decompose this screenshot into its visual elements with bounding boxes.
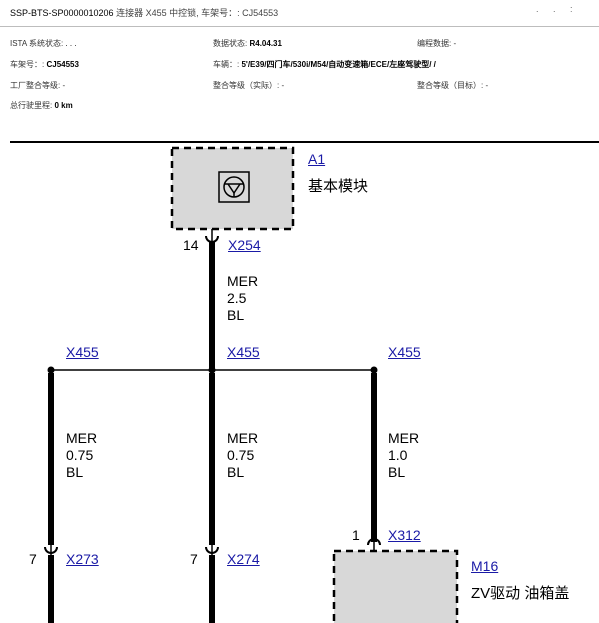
wire-right-label: MER 1.0 BL <box>388 430 419 481</box>
wire-left-size: 0.75 <box>66 447 94 463</box>
splice-node-left <box>47 366 55 374</box>
vin-value: CJ54553 <box>46 60 79 69</box>
header-divider <box>0 26 599 27</box>
wire-left-label: MER 0.75 BL <box>66 430 97 481</box>
a1-link[interactable]: A1 <box>308 151 326 167</box>
pin-x273: 7 <box>29 551 37 567</box>
x273-link[interactable]: X273 <box>66 551 99 567</box>
wire-right-size: 1.0 <box>388 447 408 463</box>
wire-right-color: BL <box>388 464 406 480</box>
vin: 车架号：: CJ54553 <box>10 59 79 70</box>
document-id: SSP-BTS-SP0000010206 <box>10 8 114 18</box>
wire-top-color: BL <box>227 307 245 323</box>
document-title: SSP-BTS-SP0000010206 连接器 X455 中控锁, 车架号：:… <box>10 6 278 19</box>
ista-status: ISTA 系统状态: . . . <box>10 38 77 49</box>
lock-symbol-icon <box>218 171 250 203</box>
programming-data-label: 编程数据: - <box>417 39 457 48</box>
wire-left-code: MER <box>66 430 98 446</box>
vin-label: 车架号：: <box>10 60 45 69</box>
programming-data: 编程数据: - <box>417 38 456 49</box>
wire-top-label: MER 2.5 BL <box>227 273 258 324</box>
section-divider <box>10 141 599 143</box>
a1-name: 基本模块 <box>308 178 369 195</box>
a1-component-box[interactable] <box>170 146 295 231</box>
wire-top[interactable] <box>205 229 219 370</box>
m16-link[interactable]: M16 <box>471 558 499 574</box>
header-dots: . . : <box>536 4 579 14</box>
m16-name: ZV驱动 油箱盖 <box>471 585 570 602</box>
vehicle: 车辆：: 5'/E39/四门车/530i/M54/自动变速箱/ECE/左座驾驶型… <box>213 59 436 70</box>
splice-node-right <box>370 366 378 374</box>
wire-center[interactable] <box>205 373 219 623</box>
actual-integration-level-text: 整合等级（实际）: - <box>213 81 285 90</box>
splice-node-center <box>208 366 216 374</box>
wire-top-size: 2.5 <box>227 290 247 306</box>
data-status: 数据状态: R4.04.31 <box>213 38 282 49</box>
wire-left[interactable] <box>44 373 58 623</box>
mileage-value: 0 km <box>54 101 73 110</box>
x254-link[interactable]: X254 <box>228 237 261 253</box>
vehicle-value: 5'/E39/四门车/530i/M54/自动变速箱/ECE/左座驾驶型/ / <box>241 60 436 69</box>
wire-top-code: MER <box>227 273 259 289</box>
data-status-value: R4.04.31 <box>249 39 282 48</box>
m16-component-box[interactable] <box>332 549 459 623</box>
pin-x254: 14 <box>183 237 199 253</box>
factory-integration-level-text: 工厂整合等级: - <box>10 81 66 90</box>
pin-x274: 7 <box>190 551 198 567</box>
target-integration-level-text: 整合等级（目标）: - <box>417 81 489 90</box>
x455-right-link[interactable]: X455 <box>388 344 421 360</box>
wire-center-size: 0.75 <box>227 447 255 463</box>
ista-status-label: ISTA 系统状态: <box>10 39 64 48</box>
wire-center-label: MER 0.75 BL <box>227 430 258 481</box>
x312-link[interactable]: X312 <box>388 527 421 543</box>
mileage-label: 总行驶里程: <box>10 101 53 110</box>
wire-center-code: MER <box>227 430 259 446</box>
factory-integration-level: 工厂整合等级: - <box>10 80 65 91</box>
x455-center-link[interactable]: X455 <box>227 344 260 360</box>
mileage: 总行驶里程: 0 km <box>10 100 73 111</box>
data-status-label: 数据状态: <box>213 39 248 48</box>
ista-status-value: . . . <box>65 39 77 48</box>
vehicle-label: 车辆：: <box>213 60 240 69</box>
wire-center-color: BL <box>227 464 245 480</box>
x455-left-link[interactable]: X455 <box>66 344 99 360</box>
target-integration-level: 整合等级（目标）: - <box>417 80 488 91</box>
actual-integration-level: 整合等级（实际）: - <box>213 80 284 91</box>
pin-x312: 1 <box>352 527 360 543</box>
wire-left-color: BL <box>66 464 84 480</box>
document-description: 连接器 X455 中控锁, 车架号：: CJ54553 <box>116 8 279 18</box>
wire-right-code: MER <box>388 430 420 446</box>
x274-link[interactable]: X274 <box>227 551 260 567</box>
wire-right[interactable] <box>367 373 381 551</box>
